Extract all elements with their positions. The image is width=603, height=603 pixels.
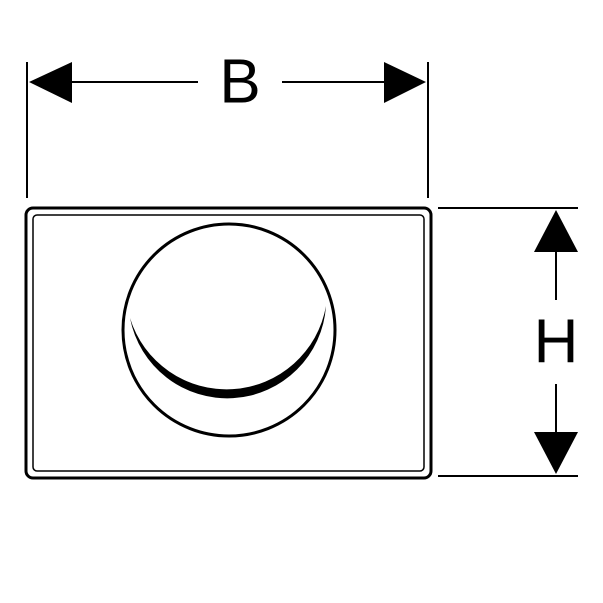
width-arrow-right-icon: [384, 62, 426, 103]
width-label: B: [219, 48, 260, 117]
width-dimension-line: [29, 62, 426, 103]
plate-inner-outline: [32, 214, 425, 472]
height-dimension-line: [534, 210, 578, 474]
flush-button-outline: [121, 222, 337, 438]
height-label: H: [534, 308, 579, 377]
width-arrow-left-icon: [29, 62, 72, 103]
height-arrow-down-icon: [534, 432, 578, 474]
height-arrow-up-icon: [534, 210, 578, 252]
